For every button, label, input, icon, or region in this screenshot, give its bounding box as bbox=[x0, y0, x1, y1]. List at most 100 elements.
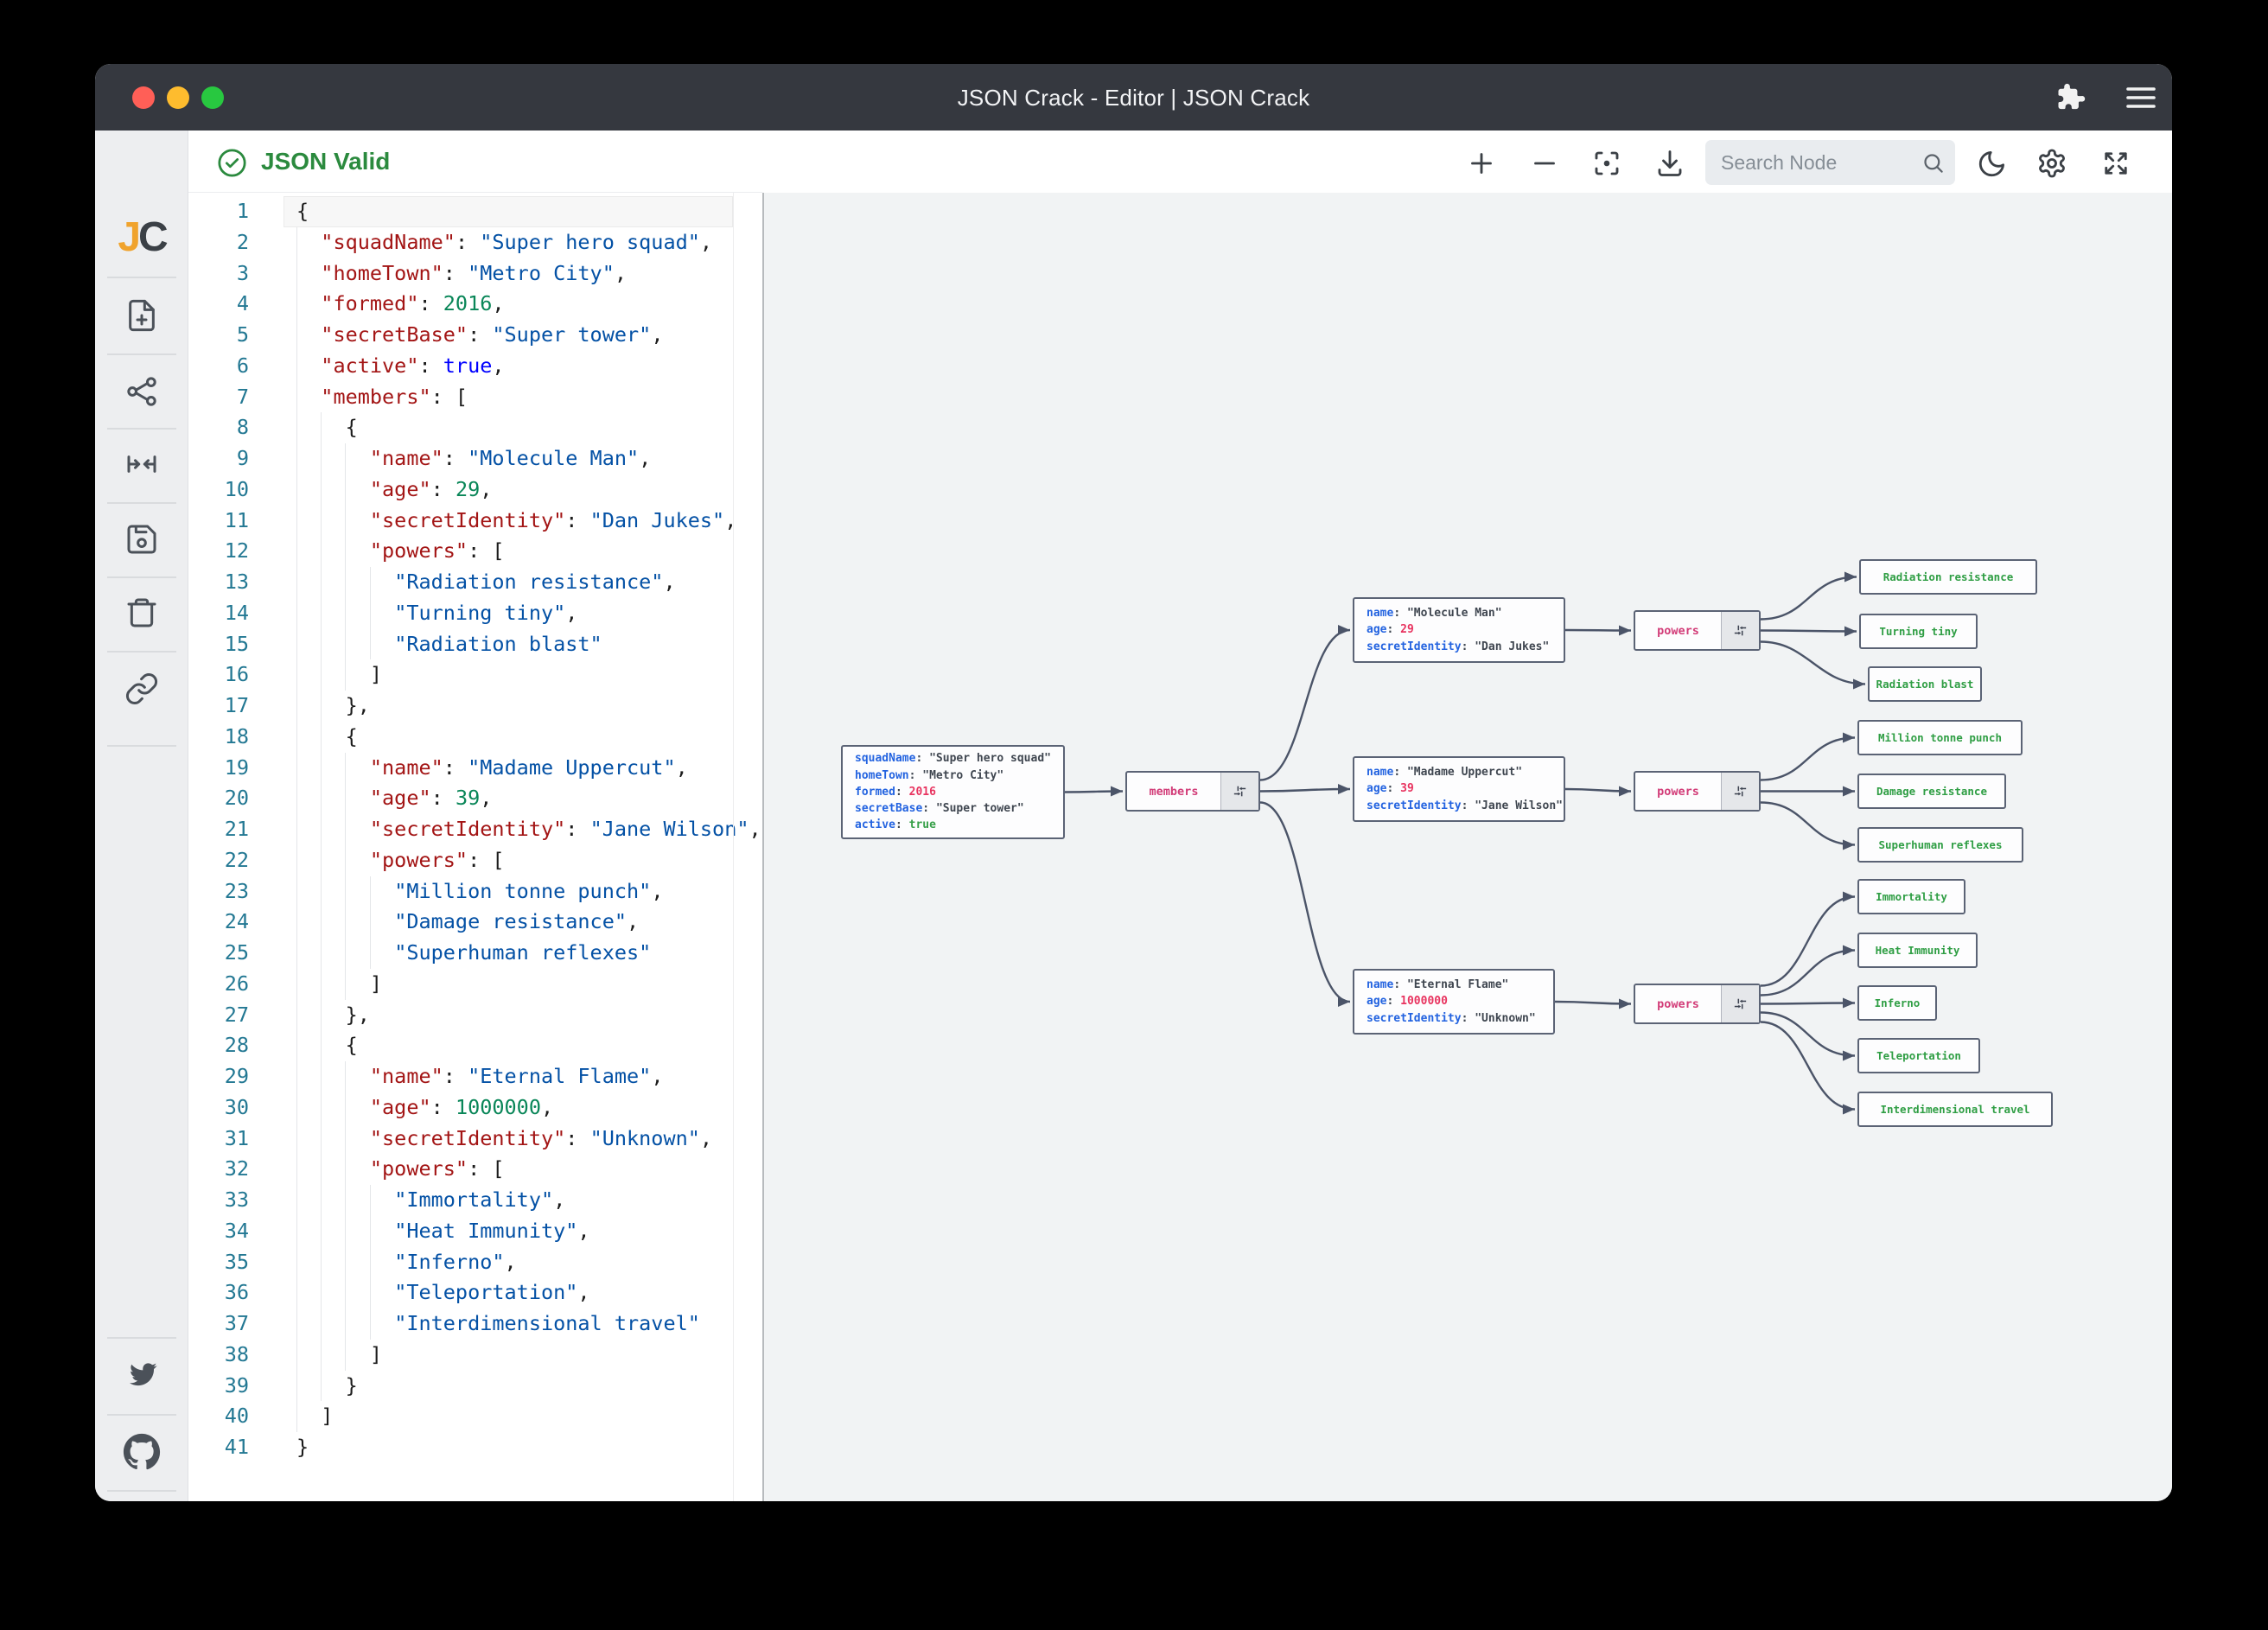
edge-p1-l1 bbox=[1760, 571, 1857, 621]
zoom-out-button[interactable] bbox=[1527, 146, 1562, 181]
line-number: 38 bbox=[224, 1341, 249, 1366]
line-number: 35 bbox=[224, 1249, 249, 1274]
close-button[interactable] bbox=[132, 86, 155, 109]
editor-scroll-ruler bbox=[733, 193, 734, 1501]
logo-j: J bbox=[118, 213, 141, 260]
zoom-button[interactable] bbox=[201, 86, 224, 109]
line-number: 12 bbox=[224, 538, 249, 563]
search-node-input[interactable] bbox=[1721, 140, 1907, 185]
line-number: 4 bbox=[236, 291, 249, 316]
node-row: age: 1000000 bbox=[1367, 995, 1448, 1009]
code-line: { bbox=[296, 199, 309, 223]
save-button[interactable] bbox=[95, 515, 188, 563]
graph-view-icon bbox=[127, 377, 156, 406]
edge-p1-l3 bbox=[1760, 640, 1866, 690]
line-number: 30 bbox=[224, 1094, 249, 1119]
collapse-button[interactable] bbox=[1721, 773, 1759, 810]
code-line: "secretIdentity": "Jane Wilson", bbox=[369, 817, 761, 841]
line-number: 37 bbox=[224, 1311, 249, 1335]
collapse-button[interactable] bbox=[1721, 985, 1759, 1022]
graph-node-p3[interactable]: powers bbox=[1634, 984, 1761, 1024]
focus-icon bbox=[1595, 151, 1619, 175]
node-row: homeTown: "Metro City" bbox=[855, 768, 1004, 782]
collapse-button[interactable] bbox=[1721, 612, 1759, 649]
focus-button[interactable] bbox=[1590, 146, 1624, 181]
download-button[interactable] bbox=[1653, 146, 1687, 181]
graph-node-p1[interactable]: powers bbox=[1634, 610, 1761, 651]
delete-button[interactable] bbox=[95, 589, 188, 637]
collapse-button[interactable] bbox=[1220, 773, 1258, 810]
app-logo[interactable]: JC bbox=[95, 213, 188, 261]
twitter-icon bbox=[130, 1363, 157, 1386]
node-row: age: 29 bbox=[1367, 623, 1414, 637]
graph-node-l11[interactable]: Interdimensional travel bbox=[1857, 1092, 2053, 1127]
settings-button[interactable] bbox=[2035, 146, 2069, 181]
graph-node-l3[interactable]: Radiation blast bbox=[1868, 666, 1982, 702]
code-line: "powers": [ bbox=[369, 847, 505, 872]
line-number: 11 bbox=[224, 507, 249, 532]
code-line: "name": "Molecule Man", bbox=[369, 446, 652, 470]
line-number: 19 bbox=[224, 755, 249, 780]
code-line: "secretBase": "Super tower", bbox=[321, 322, 664, 347]
search-node-box bbox=[1705, 140, 1955, 185]
code-line: "Inferno", bbox=[394, 1249, 517, 1274]
code-line: "secretIdentity": "Unknown", bbox=[369, 1125, 713, 1150]
code-line: "name": "Madame Uppercut", bbox=[369, 755, 688, 780]
graph-node-l10[interactable]: Teleportation bbox=[1857, 1038, 1980, 1073]
center-view-button[interactable] bbox=[95, 440, 188, 488]
graph-node-l8[interactable]: Heat Immunity bbox=[1857, 933, 1978, 968]
graph-node-members[interactable]: members bbox=[1125, 771, 1260, 812]
code-line: } bbox=[296, 1372, 358, 1398]
line-number: 20 bbox=[224, 786, 249, 811]
new-document-button[interactable] bbox=[95, 291, 188, 340]
zoom-in-button[interactable] bbox=[1464, 146, 1499, 181]
indent-guide bbox=[345, 1061, 346, 1371]
graph-node-p2[interactable]: powers bbox=[1634, 771, 1761, 812]
search-icon[interactable] bbox=[1921, 151, 1945, 179]
parent-node-label: powers bbox=[1657, 996, 1699, 1011]
line-number: 10 bbox=[224, 476, 249, 501]
graph-node-l7[interactable]: Immortality bbox=[1857, 879, 1965, 914]
code-line: "Immortality", bbox=[394, 1187, 566, 1212]
graph-edges bbox=[1064, 571, 1866, 1115]
graph-node-l6[interactable]: Superhuman reflexes bbox=[1857, 827, 2023, 863]
fullscreen-button[interactable] bbox=[2099, 146, 2133, 181]
line-number: 18 bbox=[224, 723, 249, 748]
graph-canvas[interactable]: squadName: "Super hero squad"homeTown: "… bbox=[762, 193, 2172, 1501]
line-number: 8 bbox=[236, 415, 249, 440]
code-line: { bbox=[296, 415, 358, 440]
edge-p3-l9 bbox=[1760, 997, 1856, 1009]
code-line: ] bbox=[296, 662, 383, 687]
titlebar: JSON Crack - Editor | JSON Crack bbox=[95, 64, 2172, 131]
download-icon bbox=[1658, 150, 1682, 176]
code-line: "age": 1000000, bbox=[369, 1094, 554, 1119]
save-icon bbox=[127, 525, 156, 554]
line-number: 6 bbox=[236, 353, 249, 378]
parent-node-label: powers bbox=[1657, 784, 1699, 799]
graph-node-l2[interactable]: Turning tiny bbox=[1859, 614, 1978, 649]
graph-node-l9[interactable]: Inferno bbox=[1857, 985, 1937, 1021]
graph-node-l4[interactable]: Million tonne punch bbox=[1857, 720, 2023, 755]
leaf-node-text: Inferno bbox=[1874, 996, 1921, 1009]
graph-view-button[interactable] bbox=[95, 367, 188, 416]
extensions-puzzle-icon[interactable] bbox=[2055, 81, 2086, 117]
menu-hamburger-icon[interactable] bbox=[2125, 84, 2157, 116]
node-row: name: "Molecule Man" bbox=[1367, 607, 1502, 621]
graph-node-root[interactable]: squadName: "Super hero squad"homeTown: "… bbox=[841, 745, 1065, 839]
graph-node-l5[interactable]: Damage resistance bbox=[1857, 774, 2006, 809]
line-number: 24 bbox=[224, 909, 249, 934]
dark-mode-button[interactable] bbox=[1975, 146, 2010, 181]
line-number: 41 bbox=[224, 1435, 249, 1459]
twitter-button[interactable] bbox=[95, 1351, 188, 1399]
line-number: 27 bbox=[224, 1002, 249, 1027]
graph-node-l1[interactable]: Radiation resistance bbox=[1859, 559, 2037, 595]
share-link-button[interactable] bbox=[95, 665, 188, 713]
minimize-button[interactable] bbox=[167, 86, 189, 109]
edge-members-m1 bbox=[1259, 625, 1351, 781]
github-button[interactable] bbox=[95, 1428, 188, 1476]
line-number: 33 bbox=[224, 1187, 249, 1212]
